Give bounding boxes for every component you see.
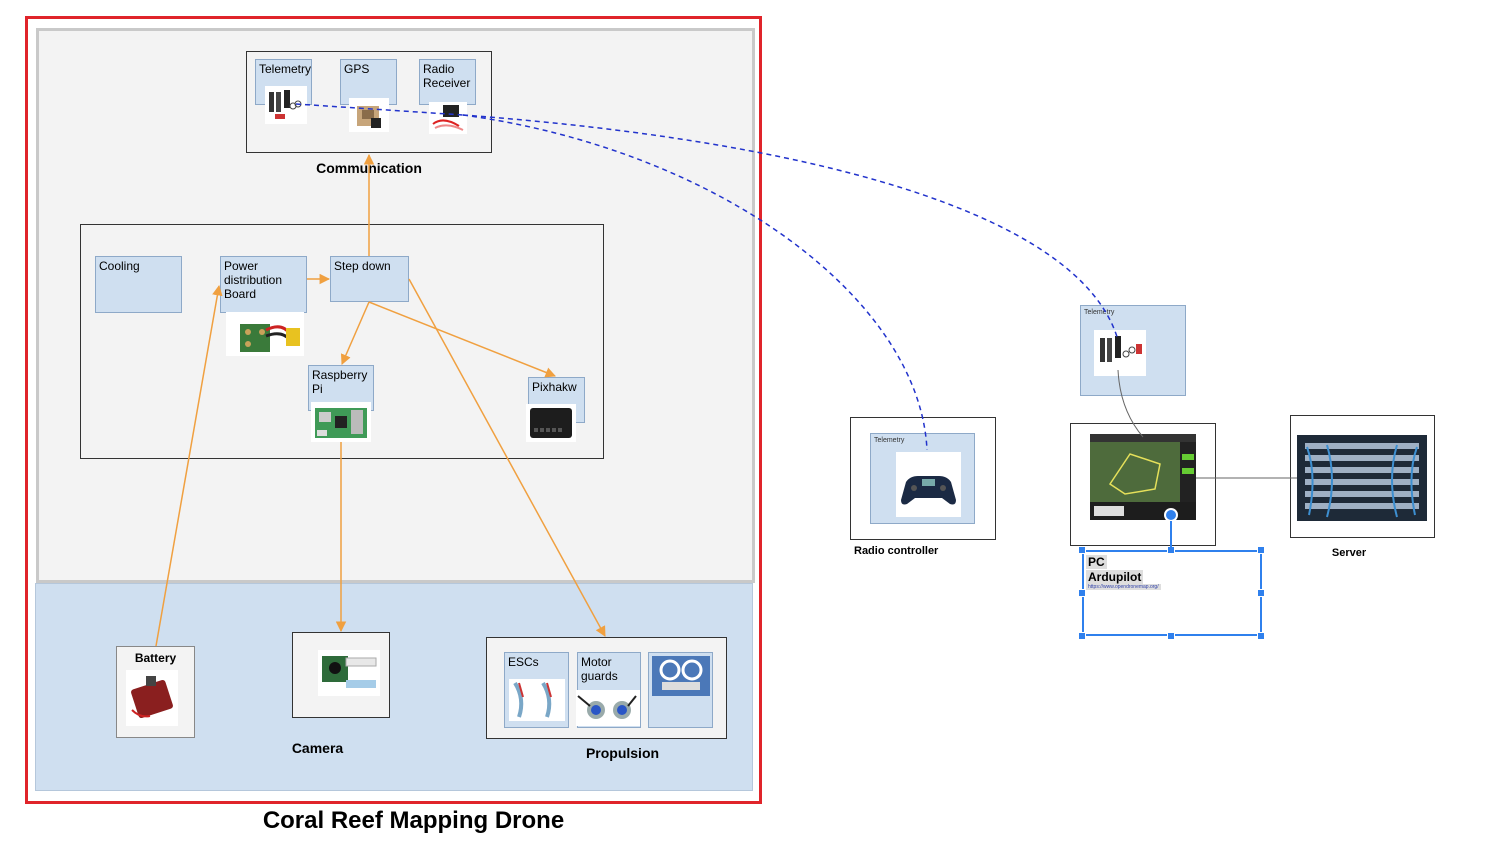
resize-handle-sw[interactable]	[1078, 632, 1086, 640]
pdb-image	[226, 312, 304, 356]
gps-label: GPS	[344, 62, 370, 76]
resize-handle-e[interactable]	[1257, 589, 1265, 597]
resize-handle-se[interactable]	[1257, 632, 1265, 640]
escs-label: ESCs	[508, 655, 539, 669]
radio-controller-caption: Radio controller	[854, 545, 939, 557]
step-down-label: Step down	[334, 259, 391, 273]
resize-handle-s[interactable]	[1167, 632, 1175, 640]
step-down-node[interactable]: Step down	[330, 256, 409, 302]
pdb-node[interactable]: Power distribution Board	[220, 256, 307, 313]
rotate-handle-stem	[1170, 521, 1172, 548]
radio-receiver-node[interactable]: Radio Receiver	[419, 59, 476, 105]
pc-selection-frame[interactable]	[1082, 550, 1262, 636]
pc-label-line2: Ardupilot	[1086, 570, 1144, 584]
pixhawk-label: Pixhakw	[532, 380, 577, 394]
gps-node[interactable]: GPS	[340, 59, 397, 105]
diagram-title: Coral Reef Mapping Drone	[262, 807, 565, 834]
camera-image	[318, 650, 380, 696]
camera-caption: Camera	[291, 740, 344, 756]
motor-guards-label: Motor guards	[581, 655, 618, 683]
cooling-label: Cooling	[99, 259, 140, 273]
server-caption: Server	[1331, 547, 1367, 559]
motors-image	[576, 690, 640, 726]
server-image	[1297, 435, 1427, 521]
escs-image	[509, 679, 565, 721]
rotate-handle[interactable]	[1164, 508, 1178, 522]
battery-image	[126, 670, 178, 726]
radio-receiver-image	[429, 102, 467, 134]
gps-image	[349, 98, 389, 132]
ardupilot-screenshot	[1090, 434, 1196, 520]
ground-telemetry-image	[1094, 330, 1146, 376]
cooling-node[interactable]: Cooling	[95, 256, 182, 313]
pc-url[interactable]: https://www.opendronemap.org/	[1086, 584, 1161, 590]
resize-handle-ne[interactable]	[1257, 546, 1265, 554]
ground-telemetry-label: Telemetry	[1084, 309, 1115, 316]
telemetry-image	[265, 86, 307, 124]
raspberry-pi-image	[311, 402, 371, 442]
pdb-label: Power distribution Board	[224, 259, 283, 301]
controller-telemetry-label: Telemetry	[874, 437, 905, 444]
battery-label: Battery	[134, 651, 177, 665]
radio-controller-image	[896, 452, 961, 517]
telemetry-label: Telemetry	[259, 62, 312, 76]
resize-handle-w[interactable]	[1078, 589, 1086, 597]
propeller-guard-image	[652, 656, 710, 696]
raspberry-pi-label: Raspberry Pi	[312, 368, 368, 396]
propulsion-caption: Propulsion	[585, 745, 660, 761]
resize-handle-nw[interactable]	[1078, 546, 1086, 554]
communication-caption: Communication	[316, 160, 422, 176]
pc-label-line1: PC	[1086, 555, 1107, 569]
radio-receiver-label: Radio Receiver	[423, 62, 471, 90]
pixhawk-image	[526, 404, 576, 442]
